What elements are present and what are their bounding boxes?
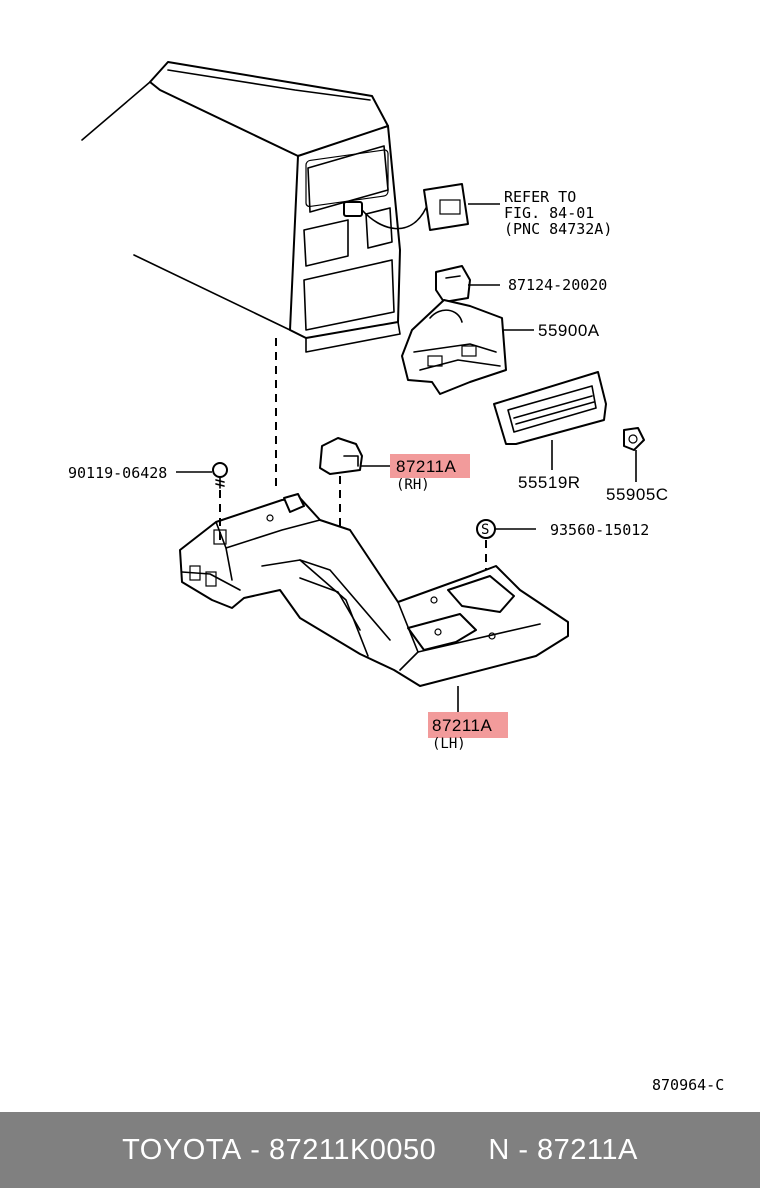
part-55519r-label: 55519R [518, 473, 581, 492]
clip-87124-illustration [435, 265, 500, 303]
illustration-code-label: 870964-C [652, 1076, 724, 1094]
highlight-87211a-rh [390, 454, 470, 478]
footer-pnc: 87211A [537, 1133, 638, 1166]
part-55900a-label: 55900A [538, 321, 600, 340]
part-90119-label: 90119-06428 [68, 464, 167, 482]
nut-55905c-illustration [623, 427, 645, 482]
assembly-alignment-lines [219, 338, 341, 540]
part-87211a-lh-label: 87211A [432, 716, 493, 735]
part-93560-label: 93560-15012 [550, 521, 649, 539]
highlight-87211a-lh [428, 712, 508, 738]
exploded-parts-diagram: S REFER TO FIG. 8 [68, 61, 724, 1094]
bracket-55900a-illustration [401, 299, 534, 395]
vent-55519r-illustration [493, 371, 607, 470]
bracket-87211a-rh-illustration [319, 437, 392, 475]
rh-note-label: (RH) [396, 477, 430, 493]
refer-to-pnc-label: (PNC 84732A) [504, 220, 612, 238]
bracket-87211a-lh-illustration [179, 493, 569, 714]
seat-body-illustration [81, 61, 401, 353]
lh-note-label: (LH) [432, 736, 466, 752]
wire-harness-connector [343, 183, 500, 231]
footer-bar: TOYOTA - 87211K0050 N - 87211A [0, 1112, 760, 1188]
footer-separator: - [241, 1133, 269, 1166]
part-55905c-label: 55905C [606, 485, 669, 504]
part-87211a-rh-label: 87211A [396, 457, 457, 476]
s-symbol-label: S [481, 522, 489, 538]
footer-part-number: 87211K0050 [268, 1133, 437, 1166]
refer-to-label: REFER TO [504, 188, 576, 206]
callout-labels: REFER TO FIG. 84-01 (PNC 84732A) 87124-2… [68, 188, 724, 1094]
refer-to-figure-label: FIG. 84-01 [504, 204, 594, 222]
bolt-90119-illustration [176, 462, 228, 489]
footer-pnc-prefix: N [488, 1133, 510, 1166]
footer-brand: TOYOTA [122, 1133, 242, 1166]
footer-separator: - [509, 1133, 538, 1166]
part-87124-label: 87124-20020 [508, 276, 607, 294]
